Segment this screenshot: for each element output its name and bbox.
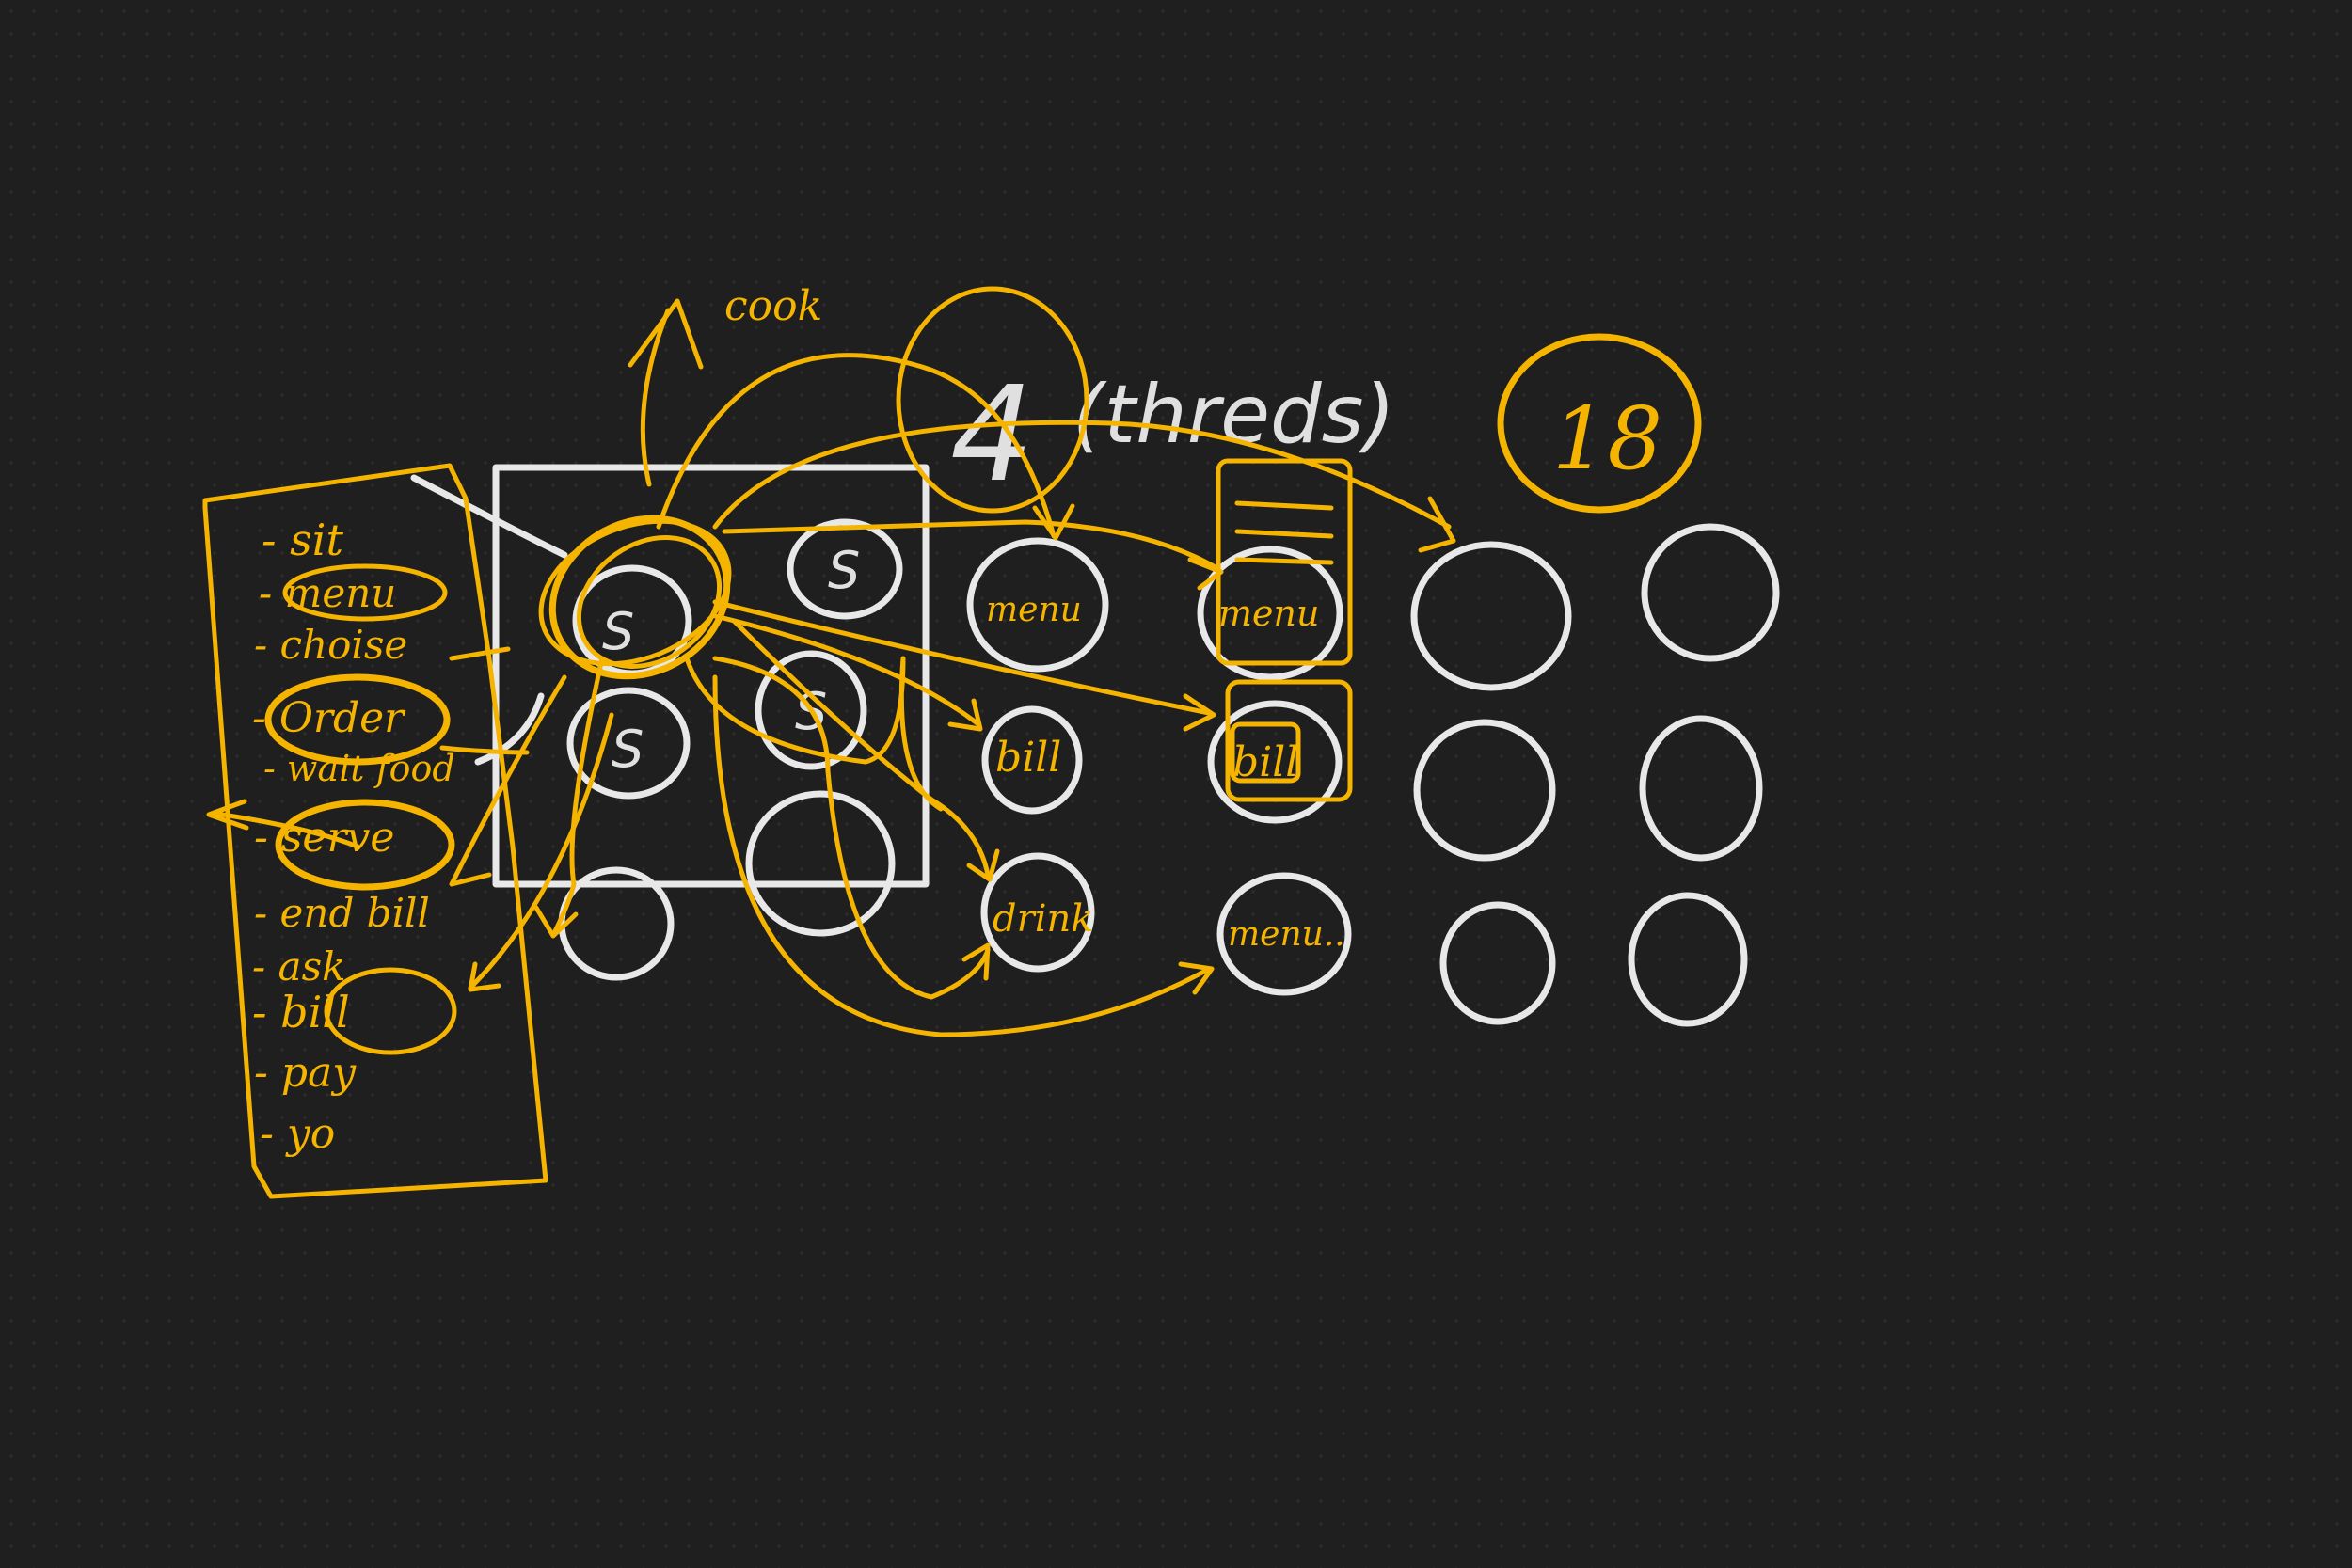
waiter-scribble-ring <box>576 535 723 669</box>
queue-highlights <box>1216 458 1353 802</box>
arrow-to-serve <box>449 674 567 887</box>
step-item: - ask <box>252 943 346 990</box>
table-circle <box>1641 523 1780 662</box>
serve-highlight <box>275 799 455 891</box>
table-circle <box>566 687 691 800</box>
arrowhead <box>966 848 1000 882</box>
menu-label: menu <box>986 591 1082 629</box>
table-s-label: S <box>828 541 860 600</box>
waiter-scribble <box>538 515 732 680</box>
bill-highlight <box>324 967 457 1055</box>
table-circle <box>1439 901 1556 1025</box>
bill-label: bill <box>995 734 1061 782</box>
bill-label: bill <box>1232 738 1298 786</box>
arrowhead <box>1032 503 1075 541</box>
thread-circle <box>1207 700 1343 824</box>
thread-circle <box>980 852 1095 973</box>
step-item: - end bill <box>254 890 430 936</box>
table-s-label: S <box>602 602 634 661</box>
arrow-left-from-serve <box>214 811 360 849</box>
arrowhead <box>468 961 501 992</box>
cook-arrow-shaft <box>640 308 671 487</box>
queue-lines <box>1234 500 1334 565</box>
thread-circle <box>1197 546 1343 681</box>
table-circle <box>787 518 903 620</box>
steps-panel <box>202 463 548 1199</box>
table-circle <box>745 790 896 937</box>
bill-inner-box <box>1230 721 1301 784</box>
total-label: 18 <box>1552 388 1662 489</box>
connector-lines <box>439 646 530 755</box>
threads-highlight <box>896 286 1089 514</box>
box-pointer-line <box>410 474 568 559</box>
arrow-loop <box>684 656 944 812</box>
arrowhead <box>206 799 249 831</box>
arrow-to-drink-lower <box>712 656 991 1000</box>
table-s-label: S <box>612 720 644 779</box>
step-item: - sit <box>262 515 343 565</box>
thread-circle <box>966 537 1109 673</box>
partial-circle <box>474 692 545 766</box>
order-highlight <box>264 673 451 766</box>
arrow-to-bill-highlight <box>468 712 614 990</box>
total-highlight <box>1497 333 1702 514</box>
threads-count-label: 4 <box>950 358 1034 512</box>
step-highlights <box>264 563 457 1055</box>
arrow-to-bill <box>712 613 981 727</box>
step-item: - menu <box>259 570 396 616</box>
cook-arrow: cook <box>628 282 822 487</box>
arrowhead <box>1418 496 1456 553</box>
table-circle <box>1639 715 1763 862</box>
arrowhead <box>947 698 983 732</box>
thread-circle <box>1216 872 1352 996</box>
arrow-to-bill-step <box>552 656 605 934</box>
menu-label: menu.. <box>1228 915 1345 954</box>
step-item: - yo <box>260 1110 335 1158</box>
step-item: - wait food <box>263 748 455 789</box>
waiter-scribble-ring <box>538 518 732 667</box>
menu-label: menu <box>1218 593 1319 634</box>
restaurant-floor <box>410 464 930 981</box>
arrowhead <box>1187 557 1224 591</box>
arrow-to-tables <box>712 420 1452 530</box>
menu-highlight <box>282 563 448 622</box>
arrow-to-drink <box>731 618 991 878</box>
arrowhead <box>961 942 991 981</box>
table-circle <box>1413 719 1556 862</box>
arrowhead <box>533 905 579 939</box>
thread-columns <box>966 523 1780 1027</box>
bill-queue-box <box>1225 679 1353 802</box>
steps-panel-outline <box>202 463 548 1199</box>
arrow-to-thread-menu <box>656 353 1057 539</box>
cook-arrow-head <box>628 298 704 370</box>
thread-circle <box>981 705 1083 815</box>
drink-label: drink <box>993 897 1094 941</box>
arrow-to-bill-queue <box>712 599 1212 716</box>
flow-arrows <box>206 353 1456 1037</box>
arrowhead <box>1178 961 1215 995</box>
table-circle <box>755 650 867 770</box>
threads-label: (threds) <box>1073 368 1395 462</box>
table-circle <box>1410 541 1572 691</box>
step-item: - choise <box>254 622 407 668</box>
menu-queue-box <box>1216 458 1353 666</box>
arrow-to-menu-queue <box>722 519 1221 572</box>
step-item: - pay <box>254 1049 357 1097</box>
table-circle <box>1628 892 1748 1027</box>
arrowhead <box>1183 693 1216 732</box>
waiter-scribble-ring <box>548 515 731 680</box>
arrow-to-menu-lower <box>712 674 1212 1037</box>
cook-label: cook <box>724 282 822 330</box>
table-circle <box>558 866 675 981</box>
restaurant-box <box>492 464 930 888</box>
